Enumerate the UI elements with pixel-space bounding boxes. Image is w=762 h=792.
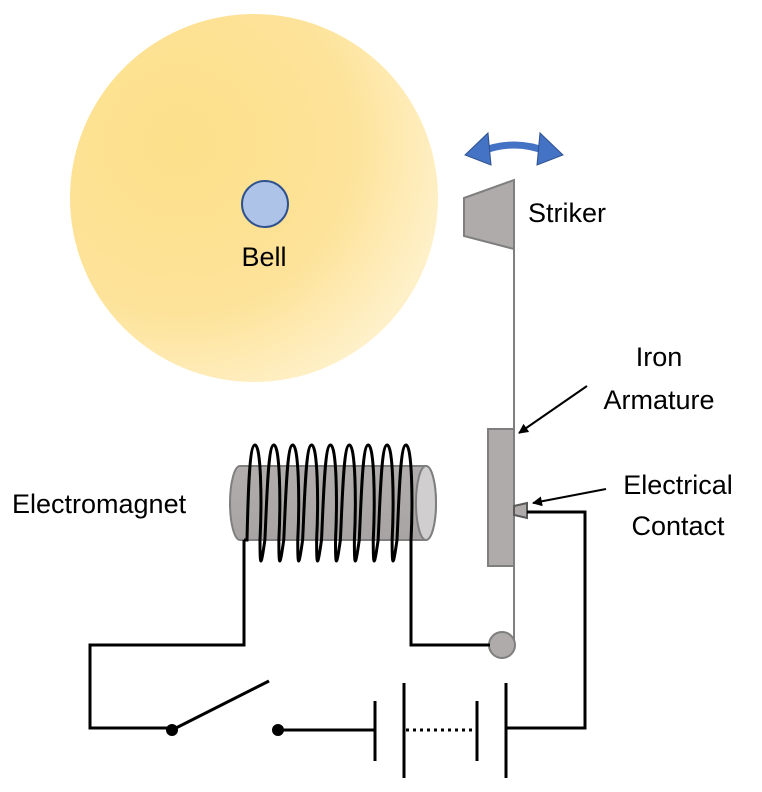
electrical-contact (513, 501, 528, 520)
switch-lever (171, 679, 270, 732)
switch[interactable] (166, 679, 284, 736)
pivot (488, 631, 516, 659)
swing-arrow-icon (464, 131, 564, 166)
electrical-contact-label-line1: Electrical (623, 470, 733, 500)
coil-winding (244, 443, 414, 563)
bell-label: Bell (241, 242, 286, 272)
electromagnet (229, 465, 437, 541)
striker-label: Striker (528, 198, 606, 228)
electrical-contact-pointer (532, 488, 607, 507)
electrical-contact-label-line2: Contact (631, 511, 725, 541)
iron-armature-label-line1: Iron (636, 342, 683, 372)
coil-path (244, 443, 414, 563)
striker (463, 178, 515, 251)
circuit-wires (88, 510, 587, 732)
iron-armature-label-line2: Armature (603, 385, 714, 415)
bell-center-icon (241, 180, 289, 228)
electromagnet-label: Electromagnet (12, 489, 187, 519)
battery (373, 683, 508, 778)
iron-armature (487, 428, 515, 567)
iron-armature-pointer (518, 385, 588, 434)
switch-terminal-right (272, 724, 284, 736)
